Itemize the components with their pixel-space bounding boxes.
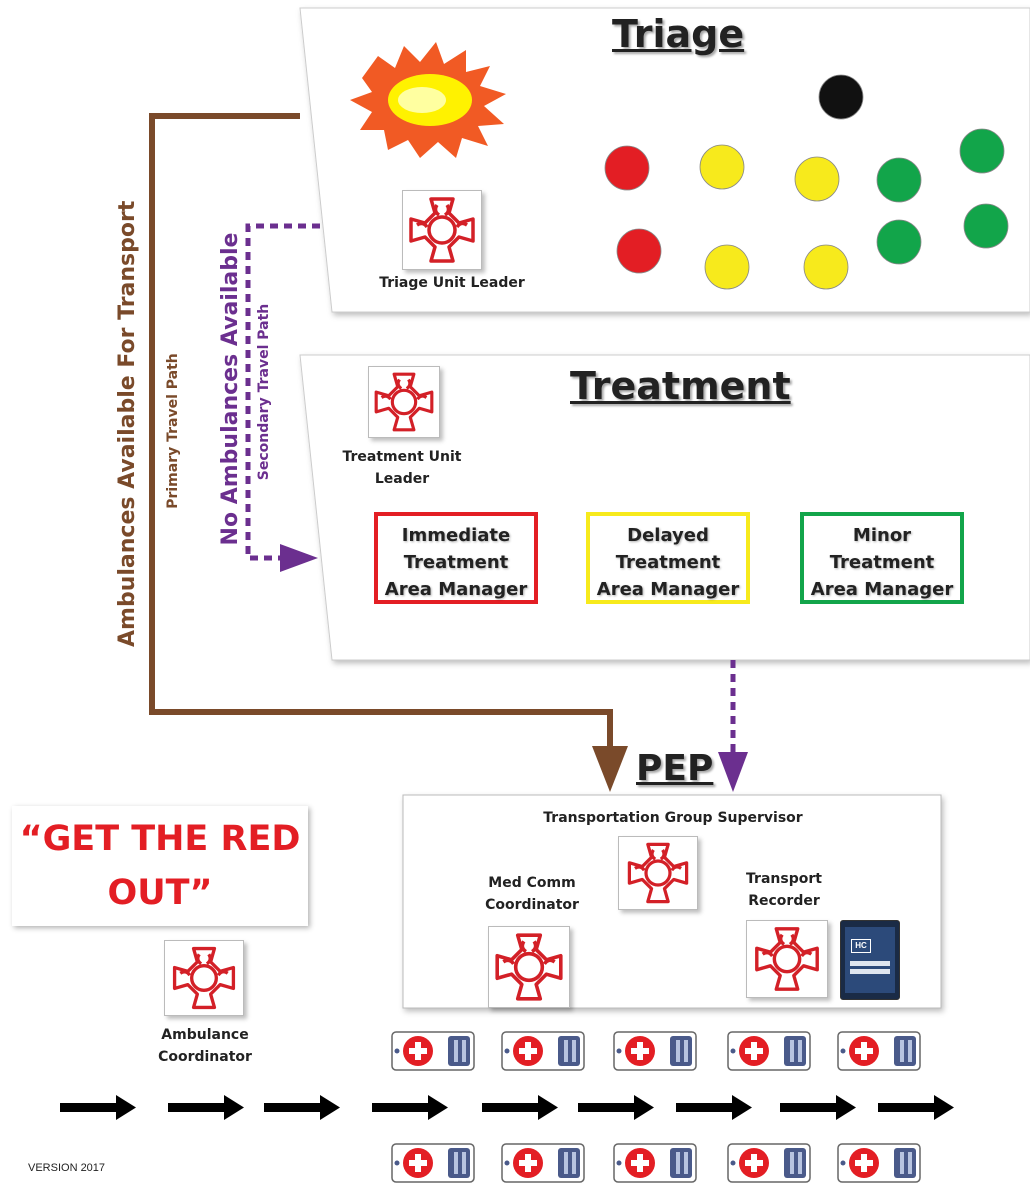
ambulance-coordinator-badge bbox=[164, 940, 244, 1016]
get-the-red-out-slogan: “GET THE RED OUT” bbox=[12, 806, 308, 926]
triage-leader-label: Triage Unit Leader bbox=[379, 275, 525, 291]
ambulance-icon bbox=[727, 1143, 811, 1183]
ambulance-icon bbox=[727, 1031, 811, 1071]
ambulance-coordinator-line1: Ambulance bbox=[161, 1027, 249, 1043]
flow-arrow-icon bbox=[780, 1095, 856, 1120]
flow-arrow-icon bbox=[878, 1095, 954, 1120]
ambulance-queue bbox=[391, 1031, 921, 1183]
patient-dot bbox=[704, 244, 750, 290]
secondary-path-main-label: No Ambulances Available bbox=[218, 232, 243, 546]
explosion-icon bbox=[350, 42, 506, 158]
area-line1: Delayed bbox=[627, 525, 709, 546]
patient-dot bbox=[803, 244, 849, 290]
delayed-treatment-area-box: Delayed Treatment Area Manager bbox=[586, 512, 750, 604]
patient-dot bbox=[818, 74, 864, 120]
supervisor-badge bbox=[618, 836, 698, 910]
maltese-cross-icon bbox=[627, 842, 689, 904]
secondary-path-arrowhead bbox=[280, 544, 318, 572]
primary-travel-path bbox=[149, 113, 628, 792]
area-line2: Treatment bbox=[829, 552, 935, 573]
transport-recorder-badge bbox=[746, 920, 828, 998]
patient-dots bbox=[604, 74, 1009, 290]
med-comm-line1: Med Comm bbox=[488, 875, 576, 891]
flow-arrow-icon bbox=[578, 1095, 654, 1120]
treatment-leader-label-line2: Leader bbox=[374, 471, 430, 487]
med-comm-coordinator-label: Med Comm Coordinator bbox=[462, 872, 602, 916]
area-line3: Area Manager bbox=[596, 579, 740, 600]
secondary-path-sub-label: Secondary Travel Path bbox=[256, 303, 272, 481]
treatment-leader-badge bbox=[368, 366, 440, 438]
pep-title: PEP bbox=[636, 748, 714, 789]
transportation-group-supervisor-label: Transportation Group Supervisor bbox=[543, 810, 803, 826]
area-line2: Treatment bbox=[615, 552, 721, 573]
ambulance-coordinator-label: Ambulance Coordinator bbox=[140, 1024, 270, 1068]
primary-path-sub-label: Primary Travel Path bbox=[165, 353, 181, 509]
transport-recorder-label: Transport Recorder bbox=[724, 868, 844, 912]
tablet-screen: HC bbox=[845, 927, 895, 993]
ambulance-icon bbox=[837, 1031, 921, 1071]
tablet-logo: HC bbox=[851, 939, 871, 953]
transport-recorder-line1: Transport bbox=[746, 871, 822, 887]
treatment-leader-label: Treatment Unit Leader bbox=[330, 446, 474, 490]
patient-dot bbox=[959, 128, 1005, 174]
flow-arrow-icon bbox=[482, 1095, 558, 1120]
treatment-leader-label-line1: Treatment Unit bbox=[342, 449, 462, 465]
flow-arrows bbox=[60, 1095, 954, 1120]
flow-arrow-icon bbox=[372, 1095, 448, 1120]
triage-leader-badge bbox=[402, 190, 482, 270]
transport-recorder-line2: Recorder bbox=[748, 893, 820, 909]
patient-dot bbox=[616, 228, 662, 274]
tablet-field bbox=[850, 961, 890, 966]
maltese-cross-icon bbox=[755, 927, 819, 991]
ambulance-icon bbox=[391, 1031, 475, 1071]
patient-dot bbox=[963, 203, 1009, 249]
immediate-treatment-area-box: Immediate Treatment Area Manager bbox=[374, 512, 538, 604]
version-label: VERSION 2017 bbox=[28, 1162, 106, 1174]
med-comm-badge bbox=[488, 926, 570, 1008]
triage-title: Triage bbox=[612, 12, 745, 56]
primary-path-main-label: Ambulances Available For Transport bbox=[115, 200, 140, 647]
minor-treatment-area-box: Minor Treatment Area Manager bbox=[800, 512, 964, 604]
maltese-cross-icon bbox=[495, 933, 563, 1001]
treatment-to-pep-arrowhead bbox=[718, 752, 748, 792]
tablet-field bbox=[850, 969, 890, 974]
slogan-line2: OUT” bbox=[107, 873, 213, 913]
area-line1: Immediate bbox=[401, 525, 511, 546]
flow-arrow-icon bbox=[264, 1095, 340, 1120]
maltese-cross-icon bbox=[409, 197, 475, 263]
ambulance-coordinator-line2: Coordinator bbox=[158, 1049, 252, 1065]
patient-dot bbox=[699, 144, 745, 190]
patient-dot bbox=[876, 157, 922, 203]
slogan-line1: “GET THE RED bbox=[19, 819, 301, 859]
treatment-title: Treatment bbox=[570, 364, 791, 408]
ambulance-icon bbox=[837, 1143, 921, 1183]
flow-arrow-icon bbox=[676, 1095, 752, 1120]
maltese-cross-icon bbox=[172, 946, 236, 1010]
maltese-cross-icon bbox=[374, 372, 434, 432]
ambulance-icon bbox=[501, 1031, 585, 1071]
area-line1: Minor bbox=[852, 525, 912, 546]
med-comm-line2: Coordinator bbox=[485, 897, 579, 913]
ambulance-icon bbox=[613, 1031, 697, 1071]
area-line3: Area Manager bbox=[384, 579, 528, 600]
patient-dot bbox=[876, 219, 922, 265]
patient-dot bbox=[794, 156, 840, 202]
secondary-travel-path bbox=[245, 223, 748, 792]
patient-dot bbox=[604, 145, 650, 191]
area-line3: Area Manager bbox=[810, 579, 954, 600]
tablet-icon: HC bbox=[840, 920, 900, 1000]
flow-arrow-icon bbox=[60, 1095, 136, 1120]
flow-arrow-icon bbox=[168, 1095, 244, 1120]
ambulance-icon bbox=[613, 1143, 697, 1183]
area-line2: Treatment bbox=[403, 552, 509, 573]
ambulance-icon bbox=[391, 1143, 475, 1183]
primary-path-arrowhead bbox=[592, 746, 628, 792]
ambulance-icon bbox=[501, 1143, 585, 1183]
